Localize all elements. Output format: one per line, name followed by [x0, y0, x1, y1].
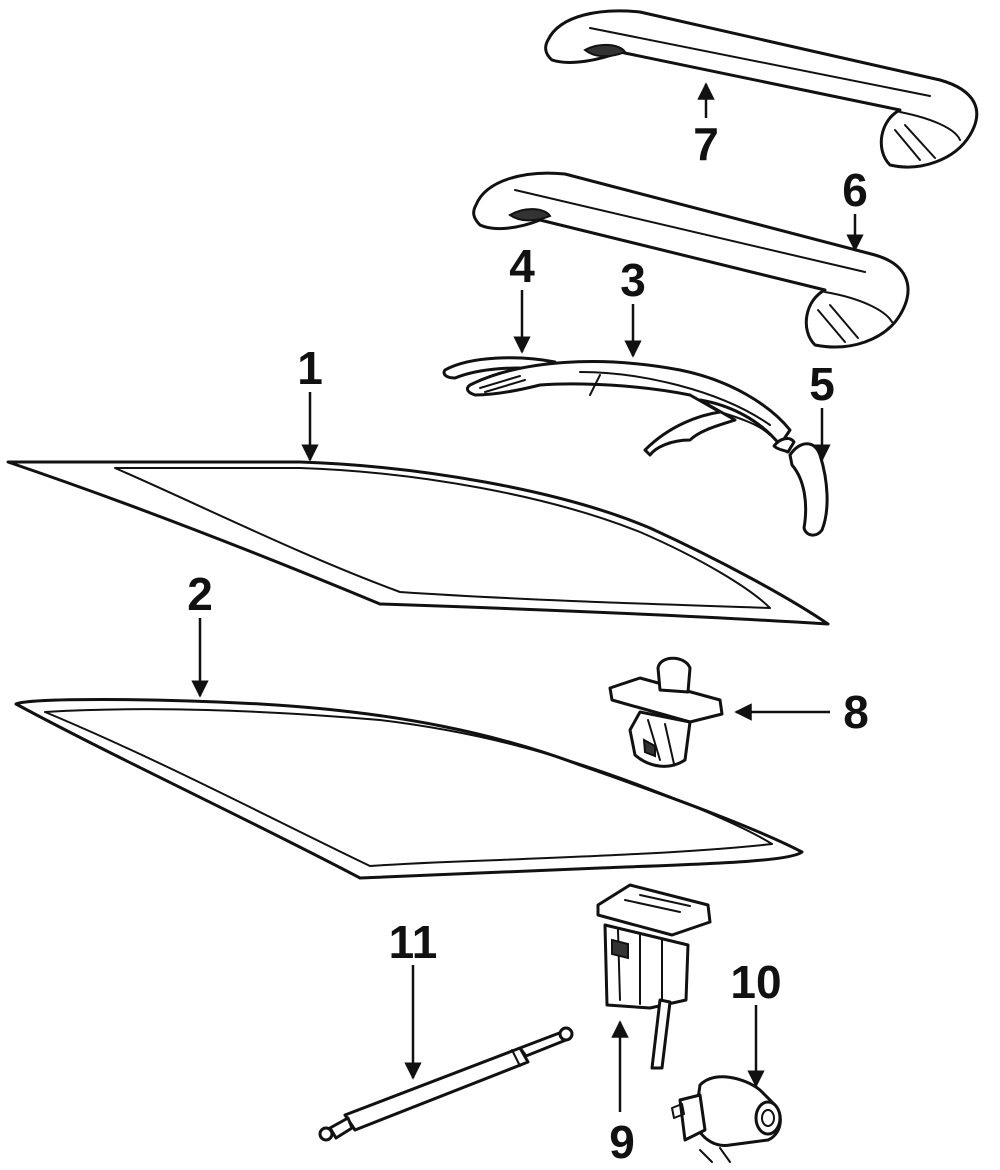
- glass-seal: [14, 698, 804, 880]
- latch-striker: [608, 656, 724, 768]
- callout-8: 8: [843, 686, 869, 738]
- rear-glass: [6, 460, 830, 626]
- end-cap: [772, 437, 829, 537]
- callout-9: 9: [609, 1116, 635, 1168]
- leader-lines: [191, 82, 864, 1112]
- latch-assembly: [596, 883, 712, 1070]
- trunk-actuator: [671, 1075, 782, 1163]
- callout-1: 1: [297, 342, 323, 394]
- spoiler-mount: [465, 360, 792, 457]
- callout-3: 3: [620, 254, 646, 306]
- callouts: 7 6 4 3 5 1 2 8 9 10 11: [187, 118, 869, 1168]
- callout-10: 10: [730, 956, 781, 1008]
- spoiler-upper: [544, 9, 979, 169]
- callout-2: 2: [187, 568, 213, 620]
- spoiler-lower: [472, 171, 910, 349]
- gas-strut: [318, 1026, 574, 1142]
- callout-6: 6: [842, 164, 868, 216]
- callout-11: 11: [389, 916, 438, 968]
- callout-5: 5: [809, 358, 835, 410]
- callout-4: 4: [509, 240, 535, 292]
- callout-7: 7: [693, 118, 719, 170]
